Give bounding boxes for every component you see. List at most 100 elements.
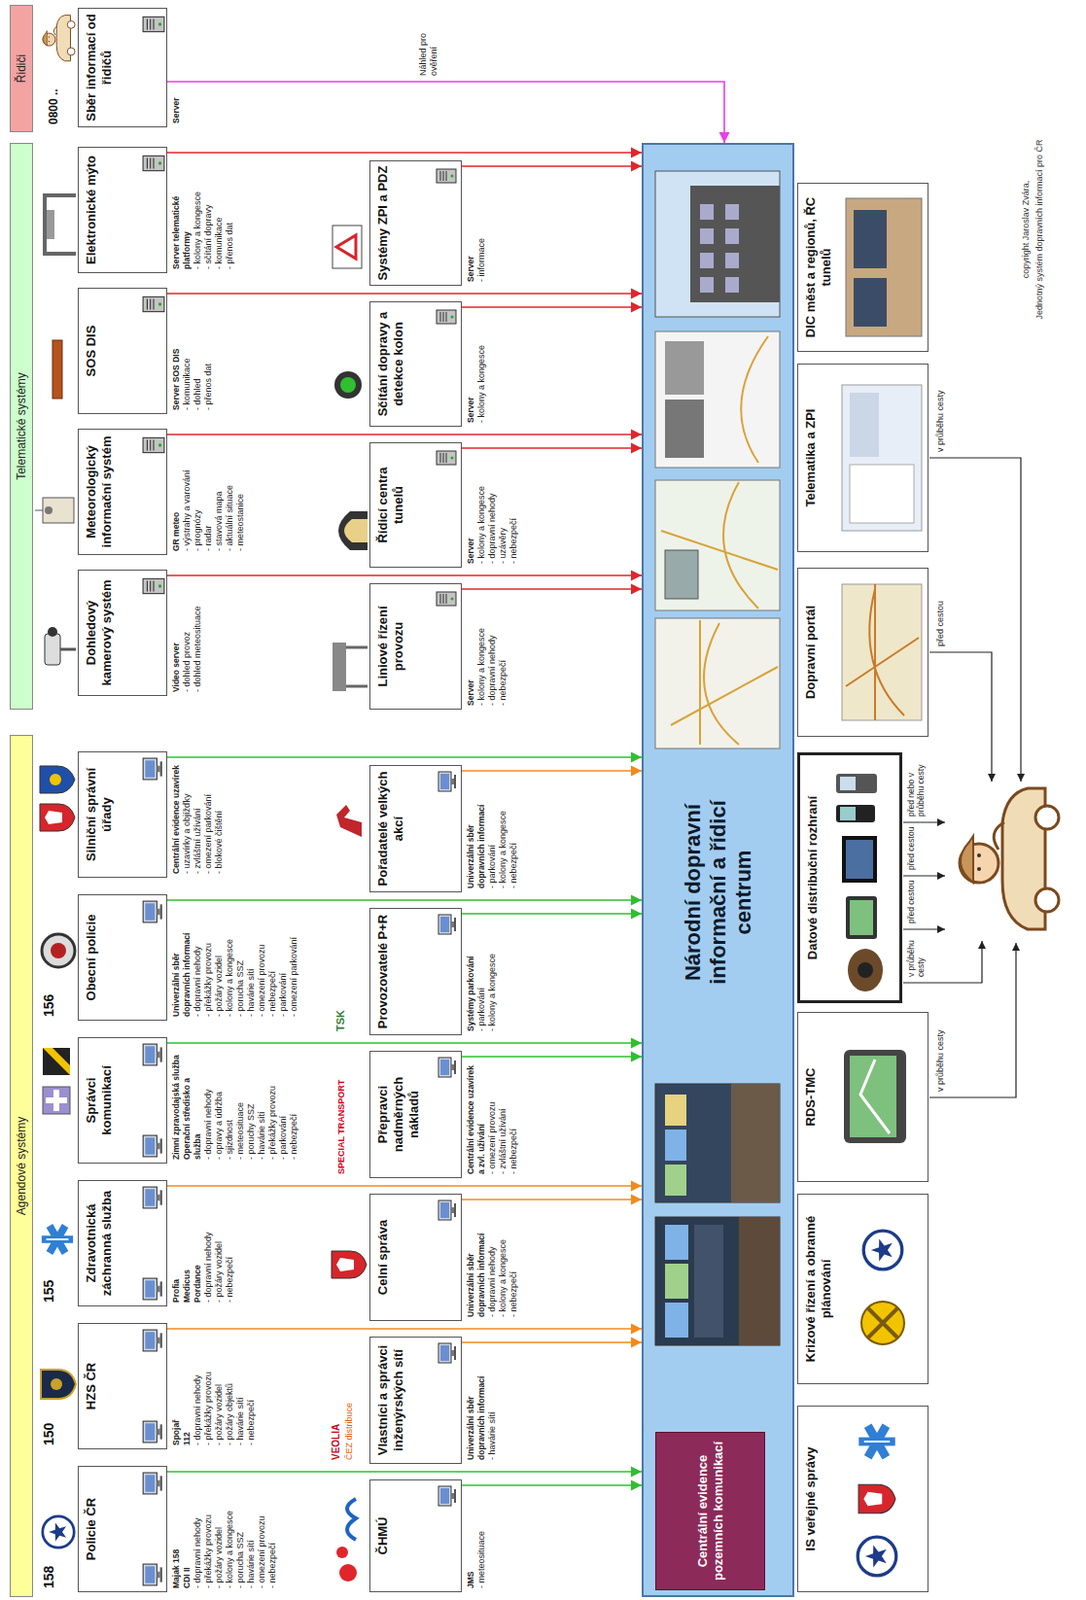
system-box: Přepravci nadměrných nákladů [369,1050,462,1179]
info-item: - kolony a kongesce [487,921,498,1032]
label-holder: v průběhu cesty [906,932,926,978]
info-item: - překážky provozu [203,1479,214,1589]
info-item: - překážky provozu [203,908,214,1017]
copyright-note: Jednotný systém dopravních informací pro… [1034,112,1046,347]
label-holder: 0800 .. [46,70,61,125]
info-item: - opravy a údržba [213,1050,225,1160]
server-label: Operační středisko a služba [181,1050,204,1160]
node-label: Národní dopravní informační a řídicí cen… [680,761,757,1024]
data-flow-arrow [167,433,642,436]
node-label: ČHMÚ [375,1484,391,1588]
system-box: Správci komunikací [77,1037,168,1164]
server-label: Server [465,174,477,282]
node-label: Provozovatelé P+R [375,912,391,1031]
info-list: Spojař112- dopravní nehody- překážky pro… [171,1336,257,1446]
info-list: Video server- dohled provoz- dohled mete… [171,583,204,693]
info-item: - kolony a kongesce [476,596,488,706]
system-box: SOS DIS [77,287,168,415]
label-holder: před cestou [906,878,916,924]
node-label: SOS DIS [83,292,100,410]
info-item: - dopravní nehody [192,1336,204,1446]
info-item: - zvláštní užívání [497,1064,509,1175]
info-list: Server telematické platformy- kolony a k… [171,160,236,270]
server-label: Server [171,21,182,124]
info-item: - komunikace [213,160,225,270]
server-label: Server [465,596,477,706]
system-box: Meteorologický informační systém [77,428,168,556]
node-label: Elektronické mýto [83,151,100,269]
node-label: Telematika a ZPI [803,368,819,548]
node-label: Sběr informací od řidičů [83,12,115,123]
info-item: - přenos dat [224,160,236,270]
data-flow-arrow [461,447,642,450]
server-label: JMS [465,1493,477,1589]
data-flow-arrow [167,1328,642,1331]
info-item: - aktuální situace [224,442,236,552]
info-item: - uzávěry [497,455,509,564]
system-box: HZS ČR [77,1323,168,1450]
data-flow-arrow [167,81,725,143]
info-item: - porucha SSZ [235,1479,246,1589]
info-item: - nebezpečí [508,455,520,564]
info-item: - omezení provozu [256,1479,268,1589]
node-label: Přepravci nadměrných nákladů [375,1055,422,1174]
usage-note: před cestou [935,564,946,647]
info-item: - přenos dat [203,301,214,411]
data-flow-arrow [461,1198,642,1201]
info-item: - havárie sítí [245,1479,257,1589]
label-holder: 158 [40,1555,58,1589]
usage-note: před nebo v průběhu cesty [906,748,926,817]
node-label: Obecní policie [83,899,100,1016]
data-flow-arrow [461,1341,642,1344]
node-label: Silniční správní úřady [83,756,115,874]
info-item: - kolony a kongesce [476,315,488,423]
info-list: Univerzální sběr dopravních informací- d… [171,908,300,1017]
info-item: - kolony a kongesce [192,160,204,270]
data-flow-arrow [167,292,642,295]
phone-number: 0800 .. [46,70,61,125]
server-label: Centrální evidence uzavírek [171,765,182,875]
system-box: Systémy ZPI a PDZ [369,160,462,286]
label-holder: ČEZ distribuce [344,1363,355,1461]
label-holder: Náhled pro ověření [418,5,440,76]
info-item: - meteosituace [235,1050,246,1160]
info-list: Univerzální sběr dopravních informací- h… [465,1350,498,1461]
category-band: Řidiči [9,4,34,133]
node-label: Krizové řízení a obranné plánování [803,1198,835,1380]
info-item: - stavová mapa [213,442,225,552]
info-item: - havárie sítí [245,908,257,1017]
server-label: Univerzální sběr dopravních informací [465,1207,488,1318]
label-holder: 150 [40,1412,58,1446]
info-item: - nebezpečí [508,1207,520,1318]
node-label: HZS ČR [83,1328,100,1445]
node-label: RDS-TMC [803,1016,819,1178]
node-label: Systémy ZPI a PDZ [375,165,391,281]
label-holder: 156 [40,983,58,1017]
system-box: Silniční správní úřady [77,751,168,878]
usage-note: před cestou [906,825,916,871]
node-label: Centrální evidence pozemních komunikací [695,1436,727,1586]
logo-text: ČEZ distribuce [344,1363,355,1461]
node-label: Agendové systémy [14,1117,29,1216]
system-box: DIC měst a regionů, ŘC tunelů [797,182,929,352]
info-item: - blokové čištění [213,765,225,875]
label-holder: v průběhu cesty [935,370,946,453]
system-box: Telematika a ZPI [797,363,929,553]
info-item: - nebezpečí [267,1479,279,1589]
server-label: Majak 158 [171,1479,182,1589]
data-flow-arrow [167,574,642,577]
system-box: Dopravní portál [797,567,929,737]
info-item: - kolony a kongesce [497,778,509,889]
info-item: - překážky provozu [267,1050,279,1160]
info-item: - omezení provozu [256,908,268,1017]
node-label: Zdravotnická záchranná služba [83,1185,115,1302]
data-flow-arrow [167,1471,642,1473]
info-list: Systémy parkování- parkování- kolony a k… [465,921,498,1032]
info-list: Zimní zpravodajská službaOperační středi… [171,1050,300,1160]
server-label: Spojař [171,1336,182,1446]
node-label: Vlastníci a správci inženýrských sítí [375,1341,407,1460]
node-label: IS veřejné správy [803,1410,819,1588]
info-item: - kolony a kongesce [476,455,488,564]
info-list: Univerzální sběr dopravních informací- p… [465,778,520,889]
info-item: - požáry vozidel [213,1479,225,1589]
